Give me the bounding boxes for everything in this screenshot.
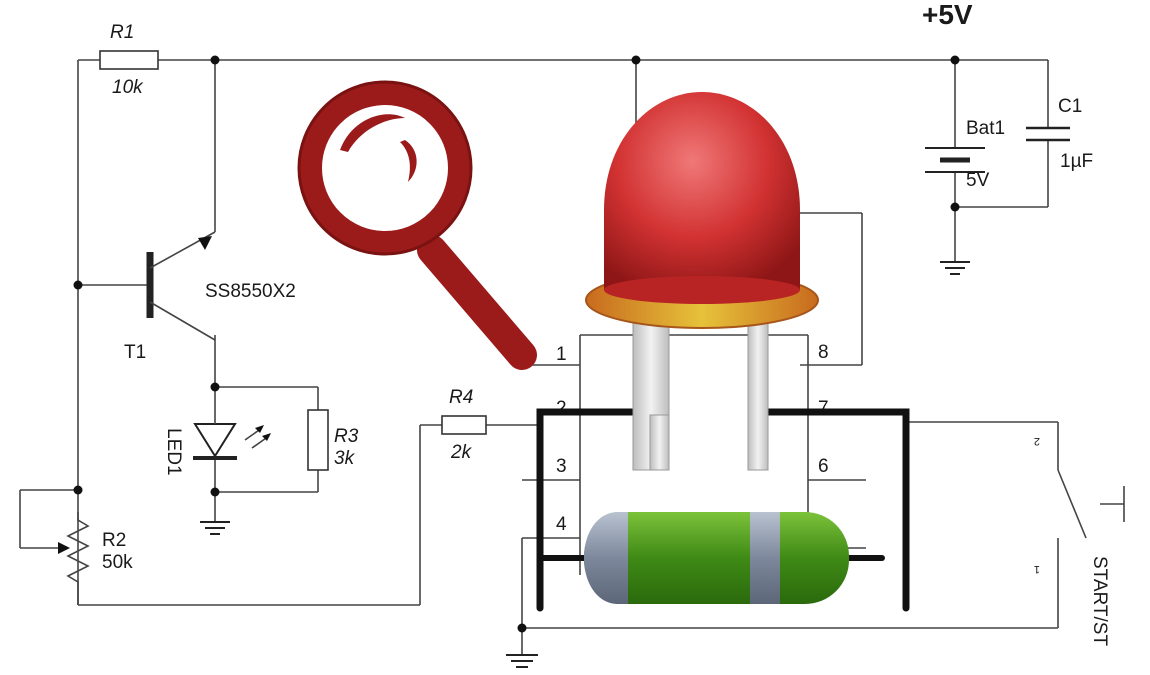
switch-pin-1: 1	[1034, 563, 1040, 575]
capacitor-c1: C1 1µF	[1026, 96, 1093, 172]
r3-value: 3k	[334, 448, 356, 469]
ic-pin-4: 4	[556, 514, 567, 535]
r2-value: 50k	[102, 552, 133, 573]
ground-symbol	[200, 521, 230, 535]
led1-name: LED1	[163, 428, 184, 476]
ic-pin-1: 1	[556, 344, 567, 365]
switch-pin-2: 2	[1034, 435, 1040, 447]
potentiometer-r2: R2 50k	[20, 512, 133, 605]
resistor-r1: R1 10k	[99, 22, 159, 98]
r1-value: 10k	[112, 77, 144, 98]
ground-symbol	[506, 654, 538, 668]
led-led1: LED1	[163, 420, 271, 476]
bat1-value: 5V	[966, 170, 990, 191]
switch-label: START/ST	[1089, 556, 1110, 646]
ground-symbol	[940, 261, 970, 275]
resistor-icon	[539, 512, 885, 604]
r4-value: 2k	[450, 442, 473, 463]
ic-pin-3: 3	[556, 456, 567, 477]
supply-label: +5V	[922, 0, 973, 30]
battery-bat1: Bat1 5V	[925, 118, 1005, 191]
bat1-name: Bat1	[966, 118, 1005, 139]
r2-name: R2	[102, 530, 126, 551]
r1-name: R1	[110, 22, 134, 43]
resistor-r4: R4 2k	[441, 387, 487, 463]
ic-pin-6: 6	[818, 456, 829, 477]
t1-part: SS8550X2	[205, 281, 296, 302]
magnifier-icon	[297, 80, 537, 370]
junction-dots	[73, 55, 960, 633]
thick-leads	[536, 408, 910, 612]
r4-name: R4	[449, 387, 473, 408]
start-stop-switch: 2 1 START/ST	[1034, 435, 1125, 646]
resistor-r3: R3 3k	[307, 409, 359, 471]
c1-name: C1	[1058, 96, 1082, 117]
transistor-t1: SS8550X2 T1	[124, 231, 296, 363]
t1-name: T1	[124, 342, 146, 363]
c1-value: 1µF	[1060, 151, 1093, 172]
r3-name: R3	[334, 426, 359, 447]
red-led-icon	[585, 92, 819, 471]
ic-pin-8: 8	[818, 342, 829, 363]
